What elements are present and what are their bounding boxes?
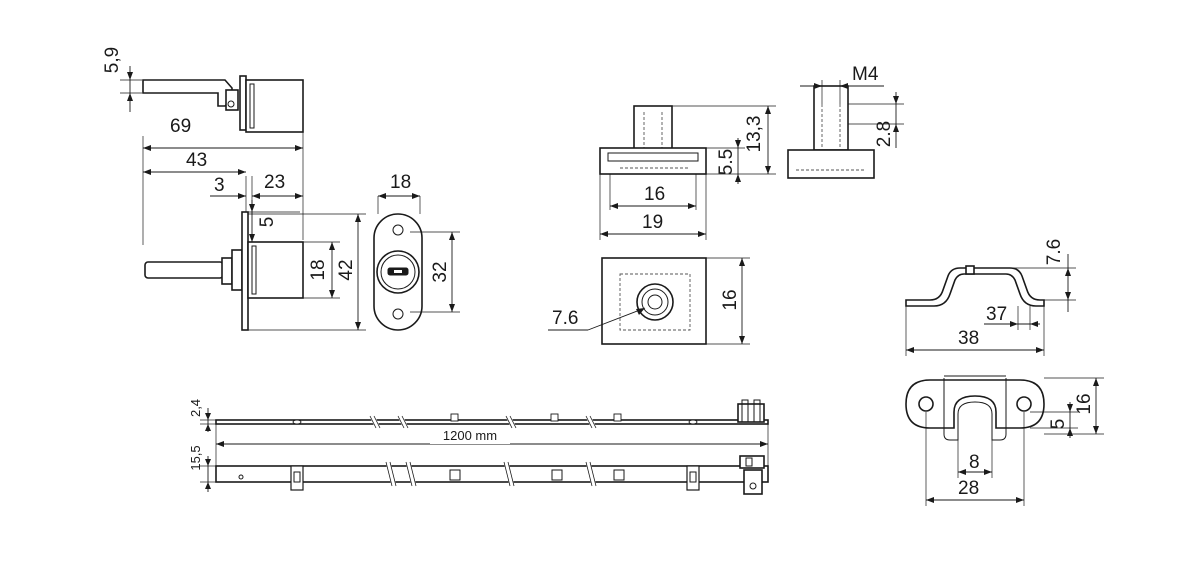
dim-32: 32: [410, 231, 460, 313]
dim-18-front-label: 18: [390, 172, 411, 193]
dim-18-front: 18: [377, 172, 421, 214]
dim-18-42: 18 42: [248, 213, 366, 331]
post-view: [787, 85, 875, 179]
dim-5-bracket-label: 5: [1048, 419, 1069, 430]
dim-7-6-bracket: 7.6: [1010, 239, 1076, 312]
dim-1200mm: 1200 mm: [216, 428, 768, 447]
dim-38: 38: [905, 306, 1045, 356]
dim-43: 43: [142, 132, 304, 245]
strike-top-view: [601, 257, 707, 345]
dim-m4-label: M4: [852, 64, 879, 85]
dim-3-label: 3: [214, 175, 225, 196]
dim-8-label: 8: [969, 452, 980, 473]
dim-5-9-label: 5,9: [102, 47, 123, 73]
dim-2-4-label: 2,4: [188, 399, 203, 417]
bracket-side-view: [905, 265, 1045, 307]
dim-16-strike-top-label: 16: [720, 289, 741, 310]
dim-16-strike-label: 16: [644, 184, 665, 205]
dim-32-label: 32: [430, 261, 451, 282]
dim-23-label: 23: [264, 172, 285, 193]
bracket-top-view: [905, 375, 1045, 441]
dim-2-4: 2,4: [188, 399, 216, 432]
dim-7-6-strike-label: 7.6: [552, 308, 578, 329]
dim-16-bracket: 16: [1044, 377, 1104, 435]
dim-3-23: 3 23: [210, 172, 303, 215]
dim-7-6-bracket-label: 7.6: [1044, 239, 1065, 265]
rod-side-view: [215, 455, 769, 495]
dim-16-bracket-label: 16: [1074, 393, 1095, 414]
dim-43-label: 43: [186, 150, 207, 171]
dim-8: 8: [957, 440, 993, 478]
dim-38-label: 38: [958, 328, 979, 349]
lock-front-view: [373, 213, 423, 331]
rod-top-view: [215, 399, 769, 430]
dim-5-label: 5: [257, 217, 278, 228]
dim-2-8: 2.8: [848, 92, 904, 148]
dim-42-label: 42: [336, 259, 357, 280]
dim-28-label: 28: [958, 478, 979, 499]
dim-13-3-label: 13,3: [744, 116, 765, 153]
lock-side-view-top: [142, 75, 304, 133]
dim-16-19: 16 19: [599, 174, 707, 240]
dim-5: 5: [248, 200, 300, 242]
lock-side-view-bottom: [144, 211, 304, 331]
dim-1200mm-label: 1200 mm: [443, 428, 497, 443]
dim-5-5-label: 5.5: [716, 149, 737, 175]
dim-19-label: 19: [642, 212, 663, 233]
dim-15-5: 15,5: [188, 445, 216, 492]
strike-block-side: [599, 105, 707, 175]
dim-16-strike-top: 16: [706, 257, 750, 345]
dim-28: 28: [925, 412, 1025, 506]
dim-5-9: 5,9: [102, 47, 142, 112]
dim-5-bracket: 5: [1030, 402, 1078, 438]
dim-69-label: 69: [170, 116, 191, 137]
dim-18-side-label: 18: [308, 259, 329, 280]
dim-7-6-strike: 7.6: [548, 307, 646, 331]
dim-m4: M4: [800, 64, 884, 104]
dim-2-8-label: 2.8: [874, 121, 895, 147]
dim-15-5-label: 15,5: [188, 445, 203, 470]
dim-37-label: 37: [986, 304, 1007, 325]
dim-37: 37: [984, 304, 1040, 330]
dim-13-3-5-5: 13,3 5.5: [672, 105, 776, 184]
